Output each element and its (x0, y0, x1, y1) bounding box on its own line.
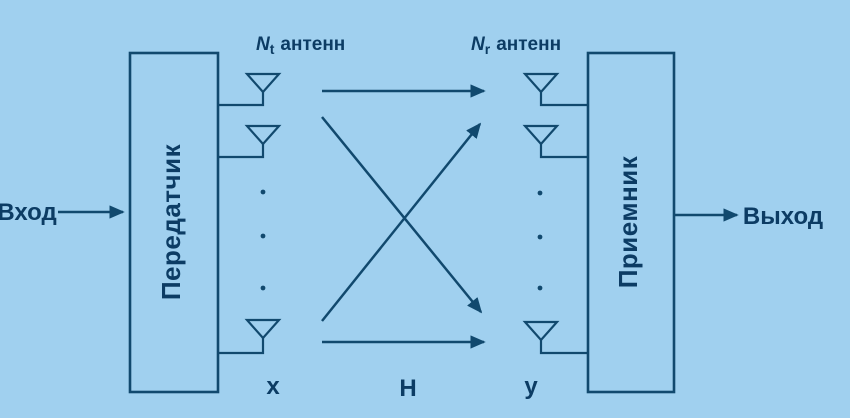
rx-antenna-n-icon (522, 320, 588, 355)
channel-arrow-cross-down (321, 116, 483, 314)
rx-antenna-ellipsis (537, 190, 543, 291)
receiver-box (586, 51, 676, 394)
transmit-vector-label: x (266, 373, 280, 400)
receiver-label: Приемник (613, 155, 643, 288)
transmitter-box (128, 51, 220, 394)
output-label: Выход (743, 203, 823, 230)
receive-vector-label: y (524, 373, 538, 400)
transmitter-label: Передатчик (156, 143, 186, 300)
signal-labels: x H y (266, 373, 538, 402)
channel-matrix-label: H (399, 375, 416, 402)
tx-antenna-n-icon (217, 318, 282, 355)
input-section: Вход (0, 199, 125, 226)
channel-arrow-cross-up (321, 122, 482, 322)
transmitter-block: Передатчик (128, 51, 220, 394)
rx-antenna-2-icon (522, 124, 588, 159)
tx-antenna-2-icon (217, 124, 282, 159)
rx-antenna-1-icon (522, 72, 588, 107)
output-section: Выход (675, 203, 823, 230)
tx-antenna-ellipsis (260, 189, 266, 291)
input-label: Вход (0, 199, 57, 226)
tx-antenna-1-icon (217, 72, 282, 107)
channel-paths (321, 84, 486, 349)
receiver-block: Приемник (586, 51, 676, 394)
